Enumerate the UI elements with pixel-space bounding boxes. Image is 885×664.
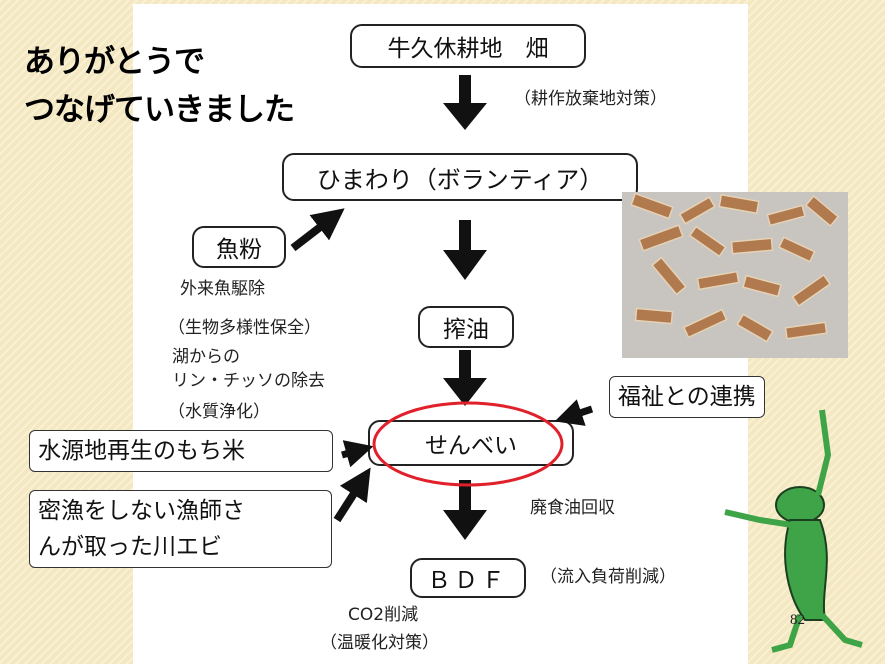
shrimp-callout: 密漁をしない漁師さ んが取った川エビ — [29, 490, 332, 568]
fish-note-lake: 湖からの — [172, 347, 240, 367]
senbei-photo — [622, 192, 848, 358]
welfare-callout: 福祉との連携 — [609, 376, 765, 418]
oil-node: 搾油 — [418, 306, 514, 348]
senbei-node: せんべい — [368, 420, 574, 466]
bdf-node: ＢＤＦ — [410, 558, 526, 598]
welfare-arrow — [554, 399, 594, 426]
fishmeal-node: 魚粉 — [192, 226, 286, 268]
heading-line-2: つなげていきました — [24, 92, 295, 128]
shrimp-callout-line-1: 密漁をしない漁師さ — [38, 498, 245, 524]
down-arrow-3 — [443, 350, 487, 406]
shrimp-arrow — [333, 467, 371, 523]
bdf-note: （流入負荷削減） — [540, 567, 676, 587]
down-arrow-4 — [443, 480, 487, 540]
sunflower-node: ひまわり（ボランティア） — [282, 153, 638, 201]
down-arrow-1 — [443, 75, 487, 130]
shrimp-callout-line-2: んが取った川エビ — [38, 534, 222, 560]
senbei-highlight-circle — [372, 401, 564, 487]
fish-note-biodiversity: （生物多様性保全） — [168, 318, 321, 338]
down-arrow-2 — [443, 220, 487, 280]
slide-heading: ありがとうで つなげていきました — [24, 38, 295, 134]
frog-illustration — [724, 409, 863, 653]
fishmeal-arrow — [290, 208, 345, 252]
fish-note-water-purification: （水質浄化） — [168, 402, 270, 422]
rice-callout: 水源地再生のもち米 — [29, 430, 333, 472]
fish-note-removal: 外来魚駆除 — [180, 279, 265, 299]
heading-line-1: ありがとうで — [24, 44, 205, 80]
waste-oil-note: 廃食油回収 — [530, 498, 615, 518]
co2-note: （温暖化対策） — [320, 633, 439, 653]
field-note: （耕作放棄地対策） — [514, 89, 667, 109]
fish-note-nutrients: リン・チッソの除去 — [172, 371, 325, 391]
rice-arrow — [341, 440, 374, 468]
field-node: 牛久休耕地 畑 — [350, 24, 586, 68]
page-number: 82 — [790, 612, 805, 628]
co2-label: CO2削減 — [348, 605, 419, 625]
